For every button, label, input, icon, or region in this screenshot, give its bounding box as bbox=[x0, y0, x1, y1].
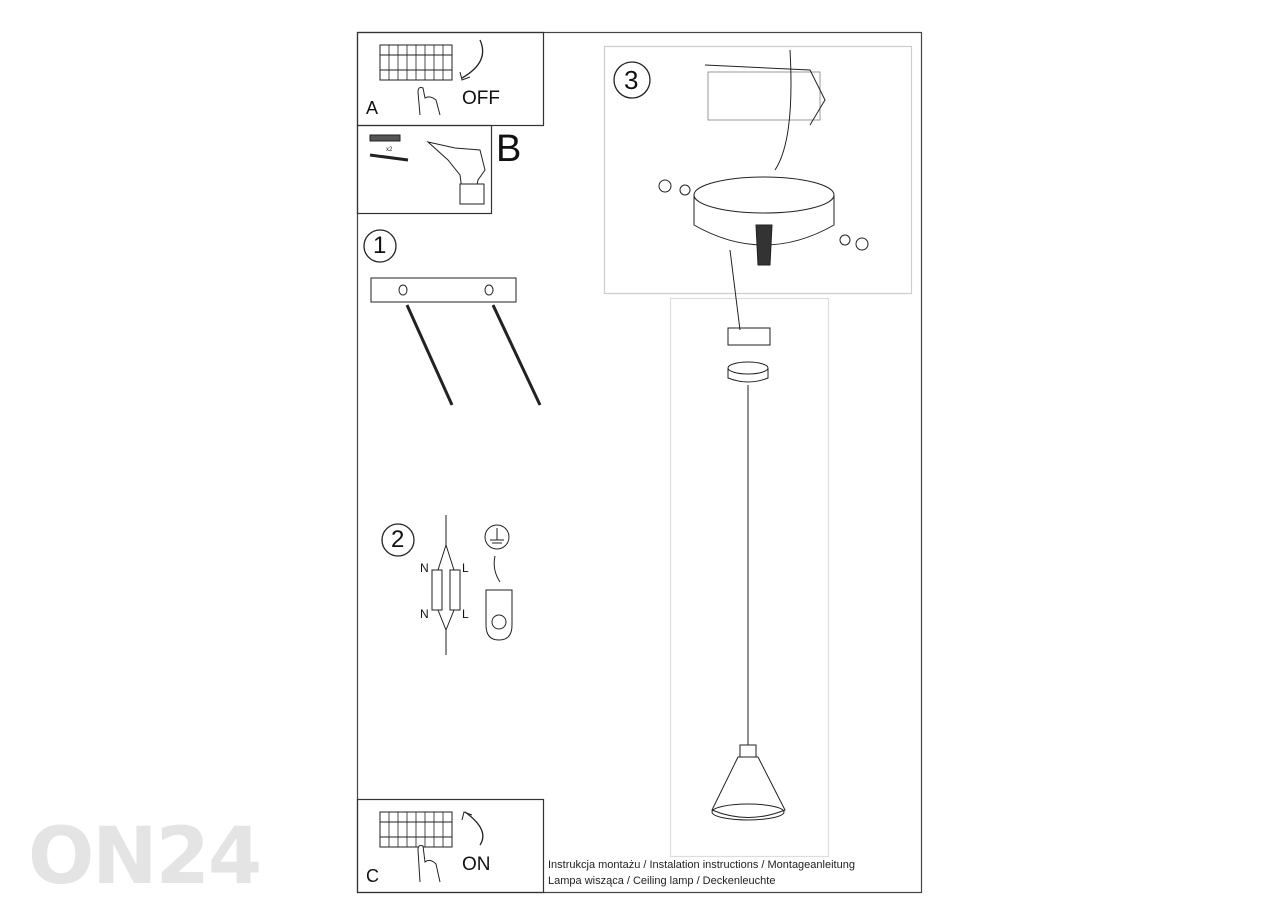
panel-b-box bbox=[356, 124, 493, 215]
canopy-mounting-illustration bbox=[658, 49, 869, 331]
live-label-top: L bbox=[462, 561, 469, 575]
step2-wiring-illustration bbox=[431, 515, 513, 655]
off-label: OFF bbox=[462, 88, 500, 109]
dowel-quantity: x2 bbox=[386, 147, 393, 153]
step3-detail-box bbox=[603, 45, 913, 295]
panel-b-letter: B bbox=[496, 128, 522, 170]
step1-number: 1 bbox=[373, 232, 387, 259]
neutral-label-bottom: N bbox=[420, 607, 429, 621]
breaker-on-icon bbox=[379, 811, 484, 883]
watermark-logo: ON24 bbox=[28, 812, 262, 902]
panel-c-letter: C bbox=[366, 866, 379, 886]
panel-a-box bbox=[356, 31, 545, 127]
caption-line-2: Lampa wisząca / Ceiling lamp / Deckenleu… bbox=[548, 875, 776, 887]
step1-drilling-illustration bbox=[370, 277, 542, 406]
neutral-label-top: N bbox=[420, 561, 429, 575]
pendant-lamp-illustration bbox=[711, 327, 786, 821]
live-label-bottom: L bbox=[462, 607, 469, 621]
step3-circle bbox=[613, 61, 651, 99]
on-label: ON bbox=[462, 854, 491, 875]
drill-and-dowels-icon bbox=[369, 134, 486, 205]
step2-circle bbox=[381, 523, 415, 557]
panel-c-box bbox=[356, 798, 545, 894]
step1-circle bbox=[363, 229, 397, 263]
outer-frame bbox=[356, 31, 923, 894]
lamp-box bbox=[669, 297, 830, 858]
step3-number: 3 bbox=[624, 65, 639, 95]
caption-line-1: Instrukcja montażu / Instalation instruc… bbox=[548, 859, 855, 871]
panel-a-letter: A bbox=[366, 98, 379, 118]
breaker-off-icon bbox=[379, 39, 484, 116]
step2-number: 2 bbox=[391, 526, 405, 553]
